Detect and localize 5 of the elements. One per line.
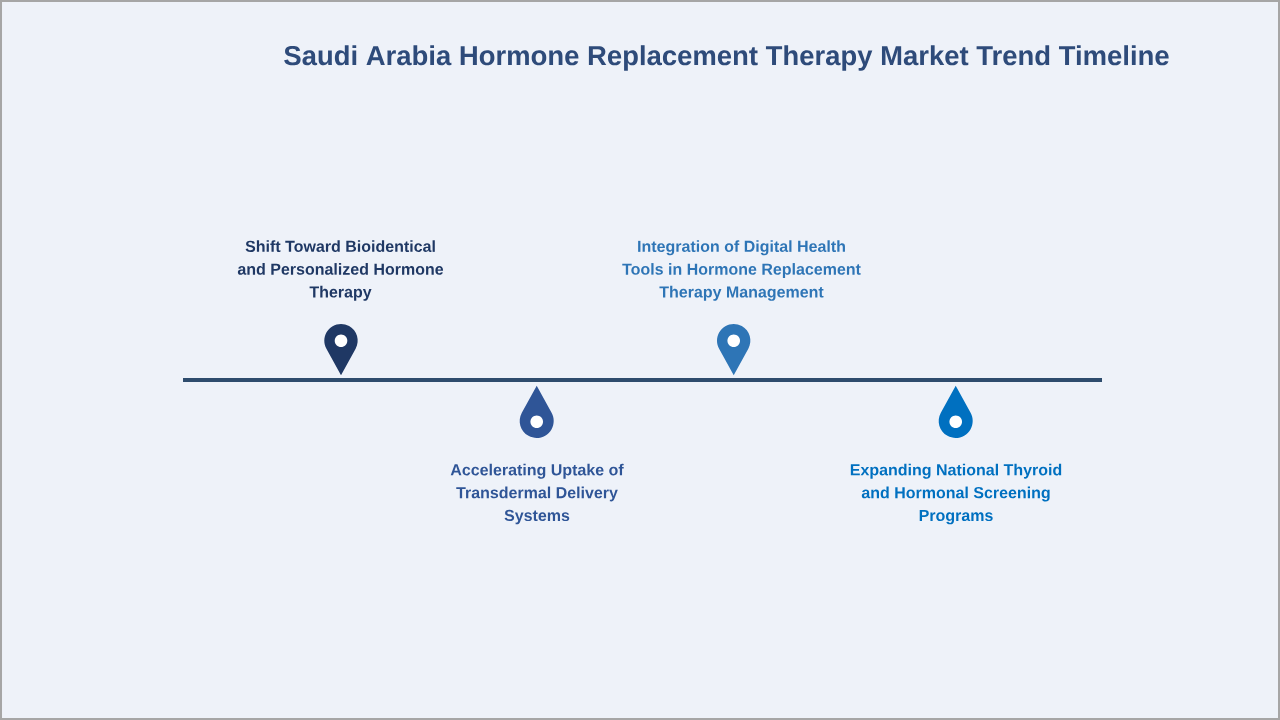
milestone-text: Shift Toward Bioidentical and Personalized Hormone Therapy (237, 240, 444, 301)
title: Saudi Arabia Hormone Replacement Therapy Market Trend Timeline (284, 45, 1169, 71)
milestone-text: Integration of Digital Health Tools in Hormone Replacement Therapy Management (622, 240, 861, 301)
milestone-text: Accelerating Uptake of Transdermal Delivery Systems (450, 463, 624, 525)
milestone-text: Expanding National Thyroid and Hormonal Screening Programs (850, 463, 1062, 525)
